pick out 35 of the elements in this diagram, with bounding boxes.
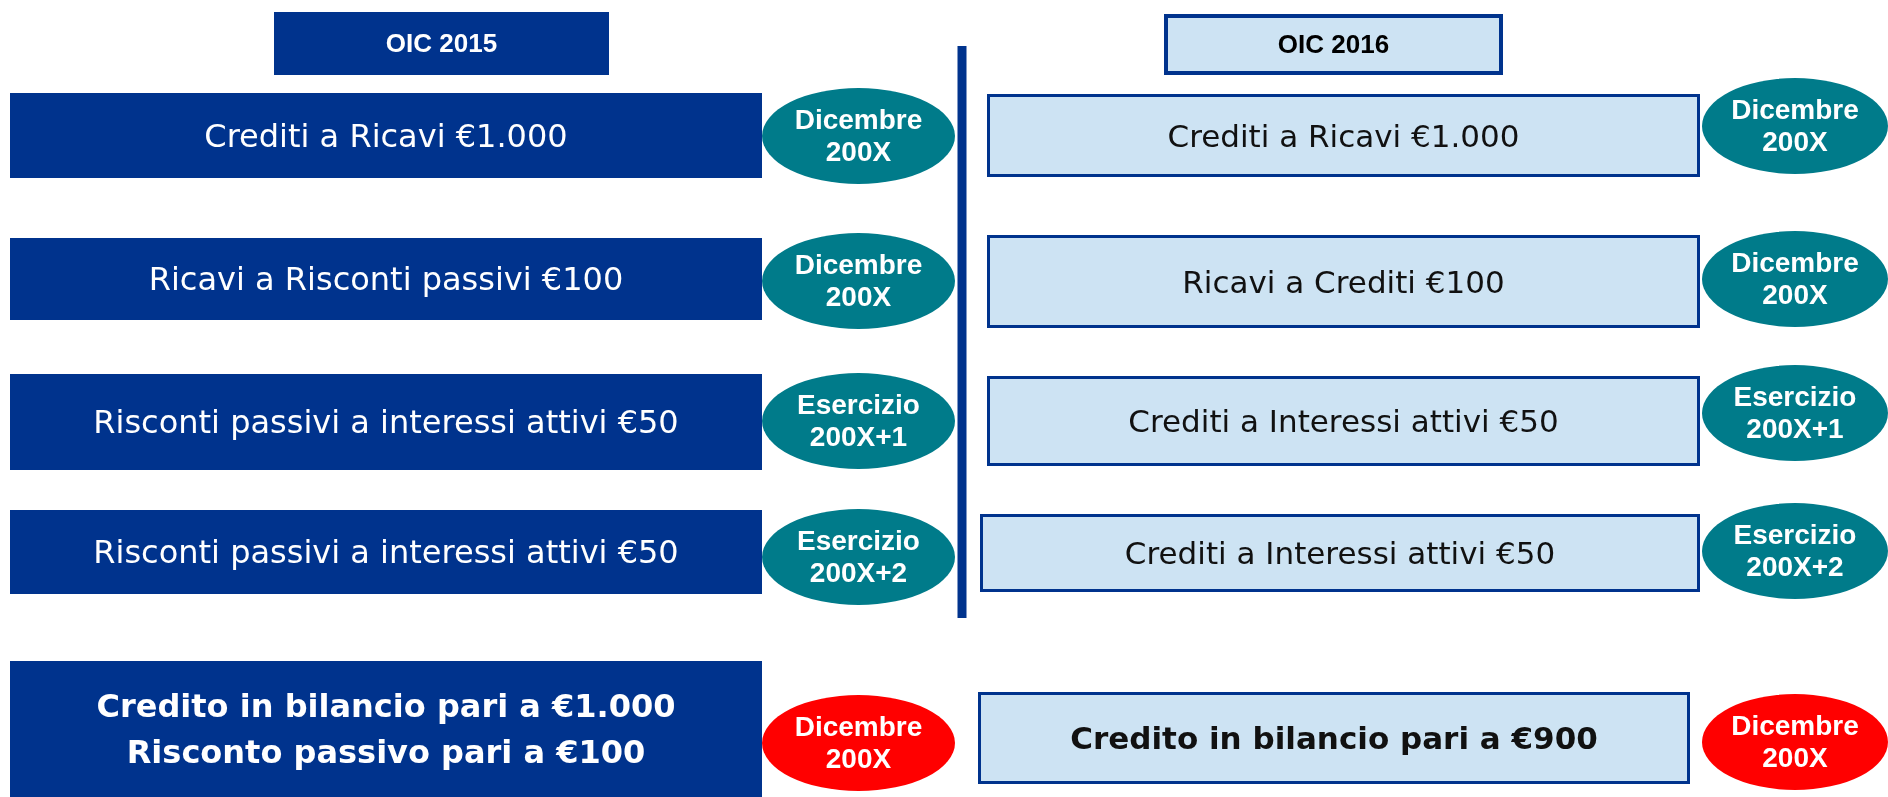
date-label: Dicembre 200X	[1730, 246, 1860, 312]
header-label: OIC 2016	[1277, 29, 1390, 60]
date-label: Dicembre 200X	[793, 248, 924, 314]
entry-box	[987, 376, 1700, 466]
entry-text: Crediti a Interessi attivi €50	[1124, 535, 1556, 571]
entry-text: Risconti passivi a interessi attivi €50	[93, 533, 679, 571]
date-label: Dicembre 200X	[793, 103, 924, 169]
entry-text: Credito in bilancio pari a €900	[1070, 720, 1598, 756]
entry-text: Ricavi a Risconti passivi €100	[148, 260, 624, 298]
entry-text: Crediti a Interessi attivi €50	[1128, 403, 1559, 439]
entry-text: Ricavi a Crediti €100	[1182, 263, 1505, 300]
entry-text: Risconto passivo pari a €100	[126, 733, 646, 771]
entry-text: Crediti a Ricavi €1.000	[204, 116, 568, 155]
entry-text: Risconti passivi a interessi attivi €50	[93, 403, 679, 441]
summary-box	[978, 692, 1690, 784]
entry-box	[987, 94, 1700, 177]
header-box	[1164, 14, 1503, 75]
entry-box	[10, 93, 762, 178]
date-label: Dicembre 200X	[1730, 93, 1860, 159]
entry-box	[987, 235, 1700, 328]
date-label: Esercizio 200X+1	[1732, 380, 1858, 446]
header-label: OIC 2015	[385, 28, 498, 59]
entry-text: Crediti a Ricavi €1.000	[1167, 117, 1520, 154]
entry-box	[980, 514, 1700, 592]
date-label: Esercizio 200X+2	[796, 524, 921, 590]
entry-text: Credito in bilancio pari a €1.000	[96, 687, 676, 725]
date-label: Esercizio 200X+1	[796, 388, 921, 454]
entry-box	[10, 510, 762, 594]
date-label: Dicembre 200X	[1730, 709, 1860, 775]
date-label: Esercizio 200X+2	[1732, 518, 1858, 584]
entry-box	[10, 374, 762, 470]
header-box	[274, 12, 609, 75]
date-label: Dicembre 200X	[793, 710, 924, 776]
summary-box	[10, 661, 762, 797]
entry-box	[10, 238, 762, 320]
